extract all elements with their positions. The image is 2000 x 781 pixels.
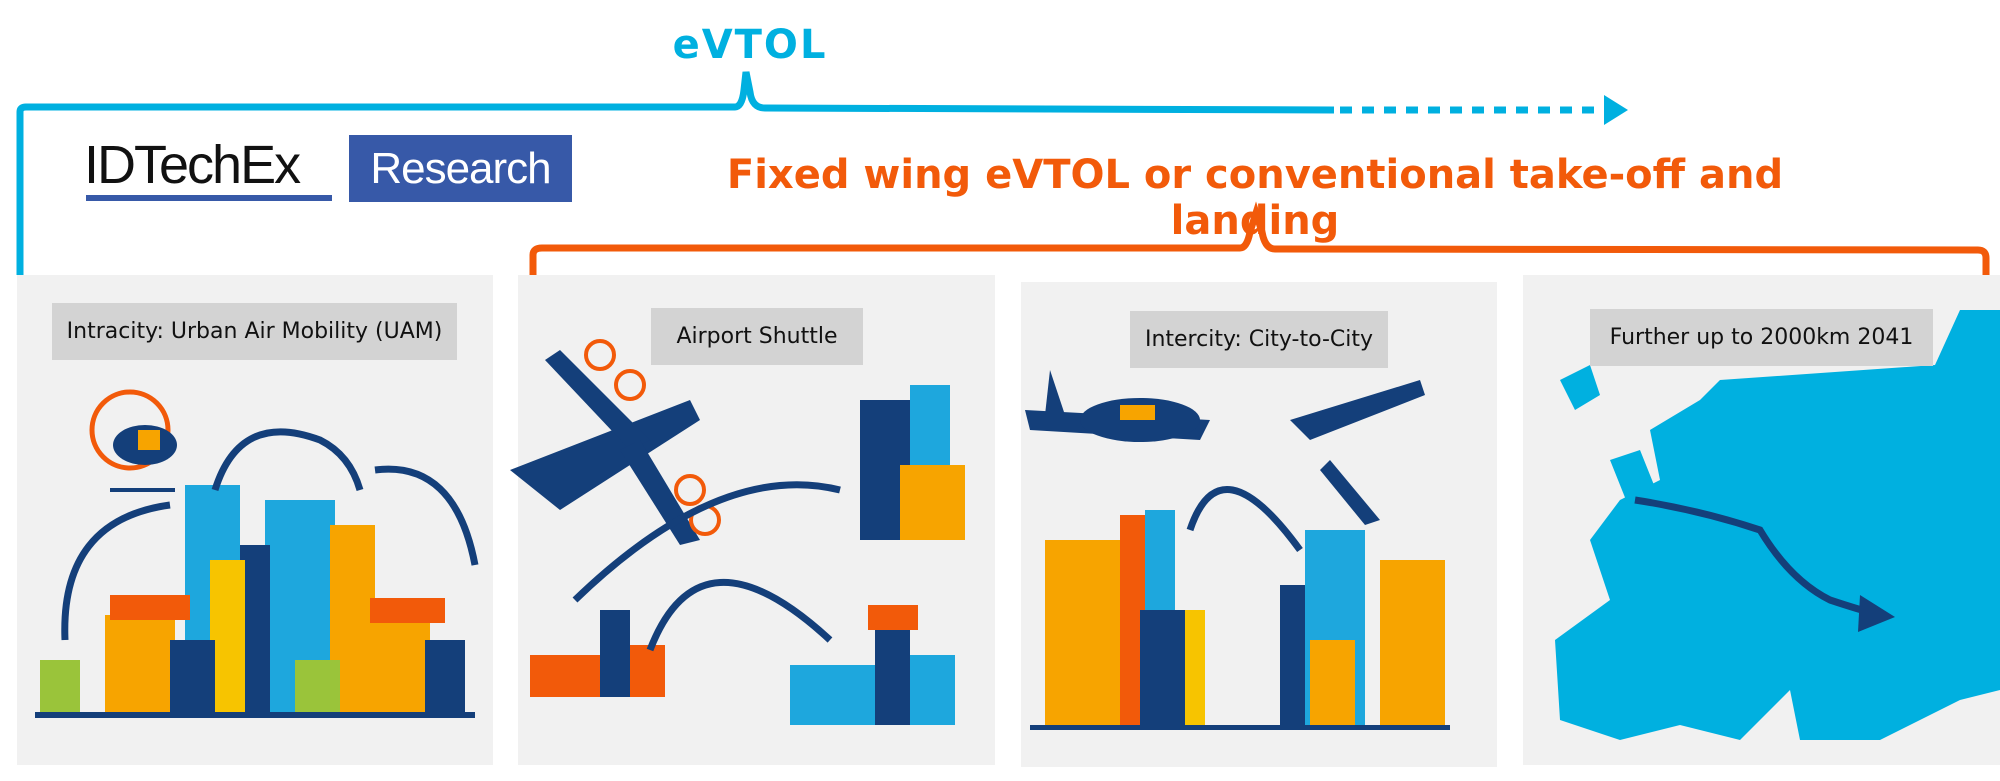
europe-map-illustration — [1555, 310, 2000, 740]
panel-label-airport-shuttle: Airport Shuttle — [651, 308, 863, 365]
fixed-wing-bracket — [529, 201, 1990, 275]
airport-illustration — [510, 339, 965, 725]
evtol-title: eVTOL — [672, 22, 828, 68]
arrow-right-icon — [1604, 95, 1628, 125]
evtol-bracket — [16, 71, 1335, 275]
city-illustration — [35, 389, 479, 718]
intercity-illustration — [1025, 370, 1450, 730]
logo-underline — [86, 195, 332, 201]
fixed-wing-title: Fixed wing eVTOL or conventional take-of… — [726, 152, 1784, 244]
panel-label-further: Further up to 2000km 2041 — [1590, 309, 1933, 366]
panel-label-intercity: Intercity: City-to-City — [1130, 311, 1388, 368]
logo-research-box: Research — [349, 135, 572, 202]
panel-label-intracity: Intracity: Urban Air Mobility (UAM) — [52, 303, 457, 360]
logo-brand: IDTechEx — [84, 135, 301, 195]
